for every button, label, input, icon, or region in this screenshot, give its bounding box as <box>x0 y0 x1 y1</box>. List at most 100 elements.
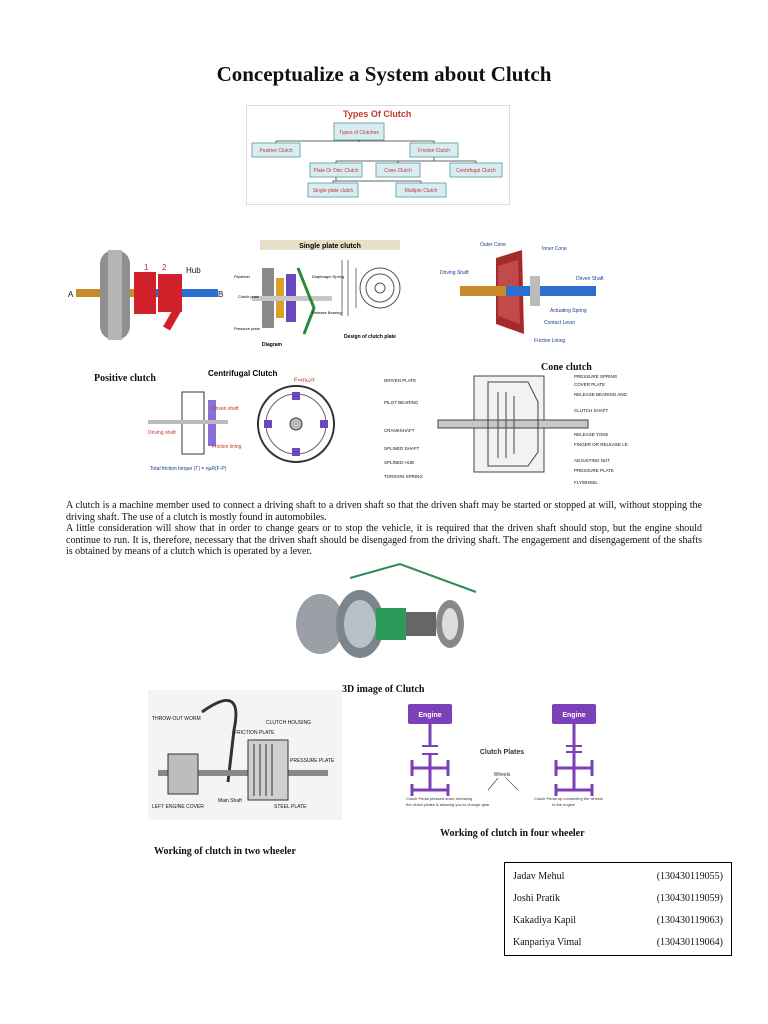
label-wheels: Wheels <box>494 772 511 778</box>
team-id: (130430119063) <box>656 914 723 926</box>
svg-text:SPLINED SHAFT: SPLINED SHAFT <box>384 446 420 451</box>
label-torque: Total friction torque (T) = nμR(F-P) <box>150 466 227 472</box>
cone-clutch-figure: Outer Cone Inner Cone Driving Shaft Driv… <box>440 242 604 344</box>
team-row: Kanpariya Vimal (130430119064) <box>507 931 729 953</box>
two-wheeler-clutch-figure: THROW-OUT WORM CLUTCH HOUSING FRICTION P… <box>148 690 342 820</box>
cone-clutch-section-figure: DRIVEN PLATE PILOT BEARING CRANKSHAFT SP… <box>384 374 628 485</box>
label-2: 2 <box>162 263 167 272</box>
svg-text:PILOT BEARING: PILOT BEARING <box>384 400 419 405</box>
engine-label-left: Engine <box>418 712 441 719</box>
svg-text:RELEASE BEARING AND SLEEVE: RELEASE BEARING AND SLEEVE <box>574 392 628 397</box>
label-pedal-up: Clutch Pedal up connecting the wheels <box>534 796 603 801</box>
centrifugal-heading: Centrifugal Clutch <box>208 369 277 378</box>
label-hub: Hub <box>186 266 201 275</box>
svg-text:CRANKSHAFT: CRANKSHAFT <box>384 428 415 433</box>
label-driving-shaft-c: Driving shaft <box>148 430 176 436</box>
svg-text:Single plate clutch: Single plate clutch <box>313 188 354 194</box>
svg-text:PRESSURE SPRING: PRESSURE SPRING <box>574 374 618 379</box>
centrifugal-clutch-figure: Centrifugal Clutch F=mω²r Driven shaft D… <box>148 369 335 472</box>
svg-text:SPLINED HUB: SPLINED HUB <box>384 460 414 465</box>
single-plate-heading: Single plate clutch <box>299 243 361 250</box>
svg-text:Positive Clutch: Positive Clutch <box>259 148 292 154</box>
svg-text:FINGER OR RELEASE LEVER: FINGER OR RELEASE LEVER <box>574 442 628 447</box>
body-text: A clutch is a machine member used to con… <box>66 500 702 558</box>
label-diagram: Diagram <box>262 342 283 348</box>
types-chart-heading: Types Of Clutch <box>343 109 411 119</box>
types-chart-plate: Plate Or Disc Clutch <box>309 162 363 178</box>
label-design: Design of clutch plate <box>344 334 396 340</box>
svg-text:Friction Clutch: Friction Clutch <box>418 148 450 154</box>
clutch-3d-image <box>296 562 476 658</box>
centrifugal-formula: F=mω²r <box>294 378 315 384</box>
label-actuating-spring: Actuating Spring <box>550 308 587 314</box>
svg-text:Pressure plate: Pressure plate <box>234 326 261 331</box>
single-plate-clutch-figure: Single plate clutch Flywheel Clutch plat… <box>234 240 401 348</box>
four-wheeler-clutch-figure: Engine Engine Clutch Plates Wheels Clutc… <box>406 704 603 807</box>
svg-text:Plate Or Disc Clutch: Plate Or Disc Clutch <box>313 168 358 174</box>
types-chart-multiple: Multiple Clutch <box>395 182 447 198</box>
label-b: B <box>218 290 223 299</box>
team-id: (130430119059) <box>656 892 723 904</box>
team-id: (130430119064) <box>656 936 723 948</box>
svg-text:CLUTCH SHAFT: CLUTCH SHAFT <box>574 408 609 413</box>
svg-text:Types of Clutches: Types of Clutches <box>339 130 379 136</box>
label-pedal-down: Clutch Pedal pressed down releasing <box>406 796 472 801</box>
types-chart-positive: Positive Clutch <box>251 142 301 158</box>
label-friction-plate: FRICTION PLATE <box>234 730 275 736</box>
types-chart-single: Single plate clutch <box>307 182 359 198</box>
caption-four-wheeler: Working of clutch in four wheeler <box>440 828 585 839</box>
label-left-engine-cover: LEFT ENGINE COVER <box>152 804 204 810</box>
label-throw-out: THROW-OUT WORM <box>152 716 201 722</box>
caption-3d: 3D image of Clutch <box>342 684 425 695</box>
types-chart-cone: Cone Clutch <box>375 162 421 178</box>
svg-text:the clutch plates & allowing y: the clutch plates & allowing you to chan… <box>406 802 490 807</box>
label-clutch-plates: Clutch Plates <box>480 749 524 756</box>
svg-text:COVER PLATE: COVER PLATE <box>574 382 605 387</box>
label-friction-lining: Friction Lining <box>534 338 565 344</box>
team-row: Kakadiya Kapil (130430119063) <box>507 909 729 931</box>
types-chart-centrifugal: Centrifugal Clutch <box>449 162 503 178</box>
svg-text:Cone Clutch: Cone Clutch <box>384 168 412 174</box>
label-main-shaft: Main Shaft <box>218 798 243 804</box>
caption-cone-clutch: Cone clutch <box>541 362 592 373</box>
label-pressure-plate: PRESSURE PLATE <box>290 758 335 764</box>
positive-clutch-figure: A B 1 2 Hub <box>68 250 223 340</box>
svg-text:Clutch plate: Clutch plate <box>238 294 260 299</box>
caption-two-wheeler: Working of clutch in two wheeler <box>154 846 296 857</box>
svg-text:RELEASE YOKE: RELEASE YOKE <box>574 432 608 437</box>
paragraph-1: A clutch is a machine member used to con… <box>66 500 702 523</box>
team-name: Kanpariya Vimal <box>513 936 582 948</box>
label-inner-cone: Inner Cone <box>542 246 567 252</box>
team-id: (130430119055) <box>656 870 723 882</box>
types-chart-friction: Friction Clutch <box>409 142 459 158</box>
team-name: Joshi Pratik <box>513 892 560 904</box>
label-steel-plate: STEEL PLATE <box>274 804 307 810</box>
caption-positive-clutch: Positive clutch <box>94 373 156 384</box>
svg-text:PRESSURE PLATE: PRESSURE PLATE <box>574 468 614 473</box>
label-contact-lever: Contact Lever <box>544 320 575 326</box>
svg-text:DRIVEN PLATE: DRIVEN PLATE <box>384 378 416 383</box>
label-clutch-housing: CLUTCH HOUSING <box>266 720 311 726</box>
label-friction-lining-c: Friction lining <box>212 444 242 450</box>
svg-text:ADJUSTING NUT: ADJUSTING NUT <box>574 458 610 463</box>
svg-text:to the engine: to the engine <box>552 802 576 807</box>
svg-text:Release Bearing: Release Bearing <box>312 310 342 315</box>
svg-text:Flywheel: Flywheel <box>234 274 250 279</box>
svg-text:FLYWHEEL: FLYWHEEL <box>574 480 598 485</box>
team-name: Jadav Mehul <box>513 870 565 882</box>
label-outer-cone: Outer Cone <box>480 242 506 248</box>
team-row: Joshi Pratik (130430119059) <box>507 887 729 909</box>
label-1: 1 <box>144 263 149 272</box>
svg-text:Centrifugal Clutch: Centrifugal Clutch <box>456 168 496 174</box>
team-name: Kakadiya Kapil <box>513 914 577 926</box>
paragraph-2: A little consideration will show that in… <box>66 523 702 558</box>
team-row: Jadav Mehul (130430119055) <box>507 865 729 887</box>
svg-text:Diaphragm Spring: Diaphragm Spring <box>312 274 344 279</box>
team-table: Jadav Mehul (130430119055) Joshi Pratik … <box>504 862 732 956</box>
label-driven-shaft-c: Driven shaft <box>212 406 239 412</box>
svg-text:TORSION SPRING: TORSION SPRING <box>384 474 423 479</box>
svg-text:Multiple Clutch: Multiple Clutch <box>405 188 438 194</box>
types-of-clutch-chart: Types Of Clutch Types of Clutches Positi… <box>246 105 510 205</box>
page-title: Conceptualize a System about Clutch <box>216 62 552 86</box>
engine-label-right: Engine <box>562 712 585 719</box>
